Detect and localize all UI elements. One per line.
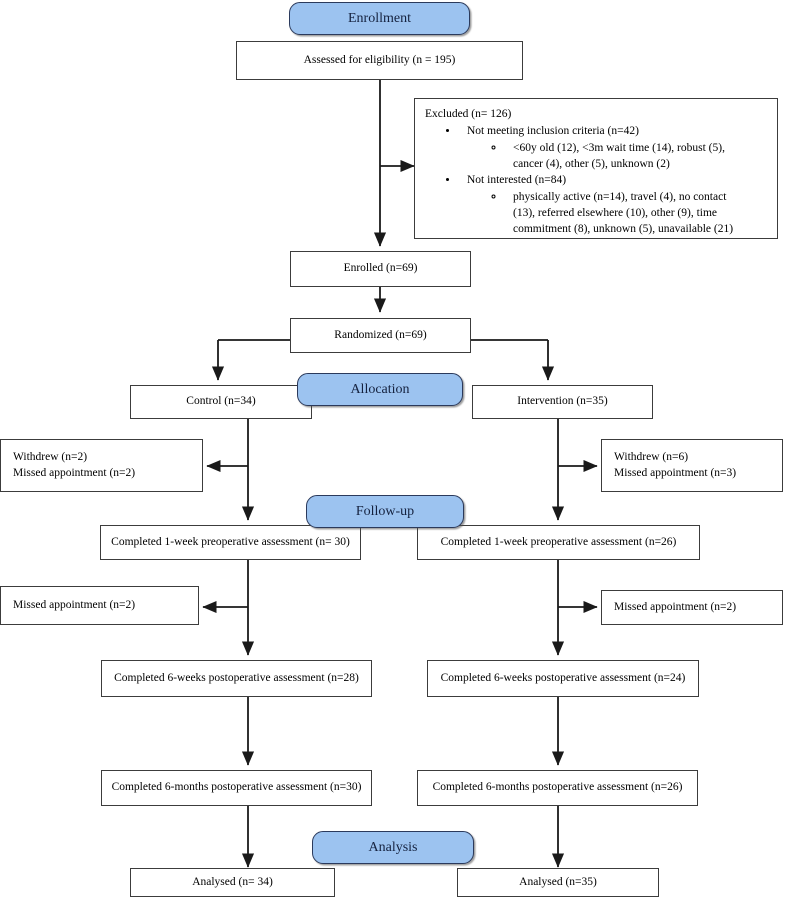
node-intervention-label: Intervention (n=35)	[517, 395, 608, 408]
node-control-6months: Completed 6-months postoperative assessm…	[101, 770, 372, 806]
node-randomized: Randomized (n=69)	[290, 318, 471, 353]
node-intervention-loss-1: Withdrew (n=6) Missed appointment (n=3)	[601, 439, 783, 492]
node-intervention-analysed: Analysed (n=35)	[457, 868, 659, 897]
node-intervention: Intervention (n=35)	[472, 385, 653, 419]
excluded-title: Excluded (n= 126)	[425, 108, 512, 120]
excluded-detail-list: physically active (n=14), travel (4), no…	[467, 189, 769, 238]
excluded-detail-list: <60y old (12), <3m wait time (14), robus…	[467, 140, 769, 173]
node-intervention-week1-label: Completed 1-week preoperative assessment…	[440, 535, 677, 548]
node-control-6weeks: Completed 6-weeks postoperative assessme…	[101, 660, 372, 697]
node-control-loss-1: Withdrew (n=2) Missed appointment (n=2)	[0, 439, 203, 492]
node-control-week1: Completed 1-week preoperative assessment…	[100, 525, 361, 560]
node-control-week1-label: Completed 1-week preoperative assessment…	[111, 535, 350, 548]
node-control-loss-2-line: Missed appointment (n=2)	[13, 598, 136, 611]
excluded-detail-line: cancer (4), other (5), unknown (2)	[513, 157, 670, 170]
excluded-detail-line: (13), referred elsewhere (10), other (9)…	[513, 206, 718, 219]
excluded-reason-label: Not interested (n=84)	[467, 174, 567, 187]
node-control-6months-label: Completed 6-months postoperative assessm…	[111, 781, 362, 794]
excluded-detail-line: physically active (n=14), travel (4), no…	[513, 190, 727, 203]
excluded-detail-line: commitment (8), unknown (5), unavailable…	[513, 223, 734, 236]
node-control-loss-1-line: Withdrew (n=2)	[13, 450, 88, 463]
stage-pill-allocation-label: Allocation	[350, 381, 410, 397]
node-intervention-6months: Completed 6-months postoperative assessm…	[417, 770, 698, 806]
node-intervention-6weeks-label: Completed 6-weeks postoperative assessme…	[440, 671, 686, 684]
node-intervention-6months-label: Completed 6-months postoperative assessm…	[432, 781, 683, 794]
excluded-reason-label: Not meeting inclusion criteria (n=42)	[467, 125, 639, 138]
node-control-loss-2: Missed appointment (n=2)	[0, 586, 199, 625]
stage-pill-allocation: Allocation	[297, 373, 463, 406]
node-enrolled: Enrolled (n=69)	[290, 251, 471, 287]
node-intervention-loss-1-line: Withdrew (n=6)	[614, 450, 689, 463]
node-control-analysed: Analysed (n= 34)	[130, 868, 335, 897]
excluded-reason-item: Not interested (n=84) physically active …	[459, 172, 769, 237]
stage-pill-followup: Follow-up	[306, 495, 464, 528]
excluded-detail-line: <60y old (12), <3m wait time (14), robus…	[513, 141, 725, 154]
stage-pill-analysis: Analysis	[312, 831, 474, 864]
node-excluded: Excluded (n= 126) Not meeting inclusion …	[414, 98, 778, 239]
node-assessed-for-eligibility: Assessed for eligibility (n = 195)	[236, 41, 523, 80]
node-intervention-analysed-label: Analysed (n=35)	[519, 875, 597, 888]
node-randomized-label: Randomized (n=69)	[334, 328, 427, 341]
node-control-analysed-label: Analysed (n= 34)	[192, 875, 273, 888]
node-enrolled-label: Enrolled (n=69)	[343, 262, 418, 275]
excluded-reason-item: Not meeting inclusion criteria (n=42) <6…	[459, 123, 769, 172]
excluded-detail-item: physically active (n=14), travel (4), no…	[505, 189, 769, 238]
stage-pill-enrollment: Enrollment	[289, 2, 470, 35]
node-intervention-week1: Completed 1-week preoperative assessment…	[417, 525, 700, 560]
node-control-label: Control (n=34)	[186, 395, 256, 408]
node-intervention-6weeks: Completed 6-weeks postoperative assessme…	[427, 660, 699, 697]
excluded-reason-list: Not meeting inclusion criteria (n=42) <6…	[425, 123, 769, 237]
node-intervention-loss-1-line: Missed appointment (n=3)	[614, 466, 737, 479]
node-control: Control (n=34)	[130, 385, 312, 419]
node-assessed-label: Assessed for eligibility (n = 195)	[303, 53, 456, 66]
node-intervention-loss-2: Missed appointment (n=2)	[601, 590, 783, 625]
node-intervention-loss-2-line: Missed appointment (n=2)	[614, 600, 737, 613]
node-control-6weeks-label: Completed 6-weeks postoperative assessme…	[114, 671, 359, 684]
stage-pill-enrollment-label: Enrollment	[348, 10, 411, 26]
stage-pill-followup-label: Follow-up	[355, 503, 415, 519]
excluded-detail-item: <60y old (12), <3m wait time (14), robus…	[505, 140, 769, 173]
node-control-loss-1-line: Missed appointment (n=2)	[13, 466, 136, 479]
stage-pill-analysis-label: Analysis	[368, 839, 418, 855]
